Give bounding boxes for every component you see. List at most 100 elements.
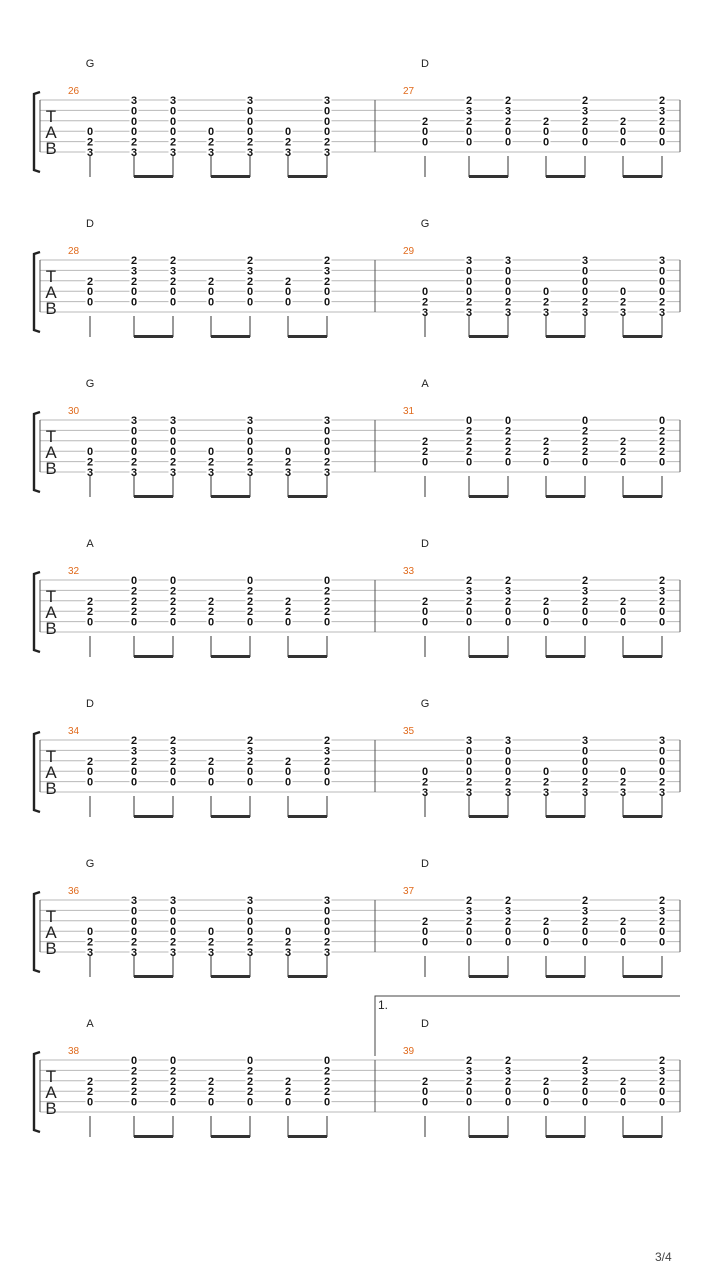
fret-backdrop (168, 776, 178, 787)
fret-number: 0 (324, 916, 330, 928)
fret-backdrop (129, 115, 139, 126)
fret-number: 2 (208, 937, 214, 949)
fret-number: 2 (422, 446, 428, 458)
fret-number: 2 (131, 1086, 137, 1098)
fret-number: 0 (505, 286, 511, 298)
fret-number: 0 (170, 446, 176, 458)
fret-number: 2 (324, 735, 330, 747)
fret-number: 0 (422, 457, 428, 469)
fret-number: 2 (170, 255, 176, 267)
fret-backdrop (129, 415, 139, 425)
fret-backdrop (283, 147, 293, 157)
tab-clef-letter: B (45, 299, 56, 318)
fret-number: 0 (582, 126, 588, 138)
fret-backdrop (503, 1086, 513, 1097)
fret-backdrop (129, 1086, 139, 1097)
fret-backdrop (206, 766, 216, 777)
fret-number: 0 (620, 1086, 626, 1098)
fret-backdrop (541, 766, 551, 777)
fret-number: 2 (324, 606, 330, 618)
fret-number: 0 (659, 126, 665, 138)
fret-backdrop (503, 415, 513, 425)
fret-backdrop (618, 936, 628, 947)
fret-number: 3 (422, 307, 428, 319)
fret-number: 2 (659, 596, 665, 608)
fret-backdrop (283, 595, 293, 606)
fret-backdrop (657, 307, 667, 317)
tab-system: TABA3822002220022202200222022002220D391.… (32, 995, 681, 1138)
chord-symbol: G (86, 378, 95, 390)
fret-number: 0 (543, 766, 549, 778)
fret-number: 0 (620, 137, 626, 149)
tab-clef-letter: A (45, 283, 57, 302)
fret-backdrop (245, 456, 255, 467)
fret-backdrop (657, 1086, 667, 1097)
fret-backdrop (283, 616, 293, 627)
fret-number: 0 (170, 777, 176, 789)
fret-number: 0 (505, 766, 511, 778)
fret-backdrop (580, 1065, 590, 1076)
fret-backdrop (168, 915, 178, 926)
fret-backdrop (129, 1096, 139, 1107)
fret-backdrop (85, 926, 95, 937)
fret-backdrop (85, 446, 95, 457)
fret-backdrop (657, 136, 667, 147)
fret-number: 0 (247, 105, 253, 117)
fret-backdrop (168, 947, 178, 957)
fret-number: 3 (505, 105, 511, 117)
fret-backdrop (464, 425, 474, 436)
fret-backdrop (245, 425, 255, 436)
fret-number: 2 (582, 425, 588, 437)
system-bracket (32, 890, 41, 974)
fret-number: 0 (170, 436, 176, 448)
fret-number: 0 (247, 446, 253, 458)
fret-backdrop (618, 296, 628, 307)
fret-number: 0 (505, 1097, 511, 1109)
fret-backdrop (657, 595, 667, 606)
fret-backdrop (322, 415, 332, 425)
fret-backdrop (322, 905, 332, 916)
fret-number: 0 (324, 905, 330, 917)
measure-number: 37 (403, 886, 415, 897)
fret-number: 2 (466, 895, 472, 907)
fret-number: 2 (505, 916, 511, 928)
fret-backdrop (464, 95, 474, 105)
fret-backdrop (503, 286, 513, 297)
fret-number: 3 (170, 95, 176, 107)
fret-number: 0 (131, 436, 137, 448)
fret-number: 2 (543, 1076, 549, 1088)
fret-number: 0 (582, 415, 588, 427)
fret-backdrop (657, 275, 667, 286)
fret-backdrop (206, 456, 216, 467)
fret-number: 0 (659, 745, 665, 757)
fret-number: 3 (659, 787, 665, 799)
fret-number: 2 (247, 457, 253, 469)
fret-backdrop (206, 616, 216, 627)
fret-backdrop (129, 105, 139, 116)
fret-number: 3 (620, 787, 626, 799)
fret-number: 0 (324, 286, 330, 298)
fret-number: 3 (285, 947, 291, 959)
fret-backdrop (283, 606, 293, 617)
fret-backdrop (657, 115, 667, 126)
fret-backdrop (580, 446, 590, 457)
fret-backdrop (206, 947, 216, 957)
fret-number: 2 (131, 756, 137, 768)
fret-number: 0 (285, 777, 291, 789)
fret-number: 0 (466, 265, 472, 277)
fret-backdrop (464, 745, 474, 756)
fret-number: 3 (582, 307, 588, 319)
fret-number: 2 (582, 446, 588, 458)
fret-backdrop (206, 606, 216, 617)
fret-number: 2 (466, 297, 472, 309)
tab-system: TABA3222002220022202200222022002220D3320… (32, 538, 681, 658)
fret-backdrop (618, 435, 628, 446)
fret-number: 2 (659, 446, 665, 458)
fret-backdrop (245, 895, 255, 905)
fret-number: 3 (582, 585, 588, 597)
fret-number: 0 (620, 606, 626, 618)
fret-number: 3 (659, 735, 665, 747)
fret-backdrop (618, 766, 628, 777)
fret-number: 3 (131, 265, 137, 277)
fret-backdrop (541, 776, 551, 787)
